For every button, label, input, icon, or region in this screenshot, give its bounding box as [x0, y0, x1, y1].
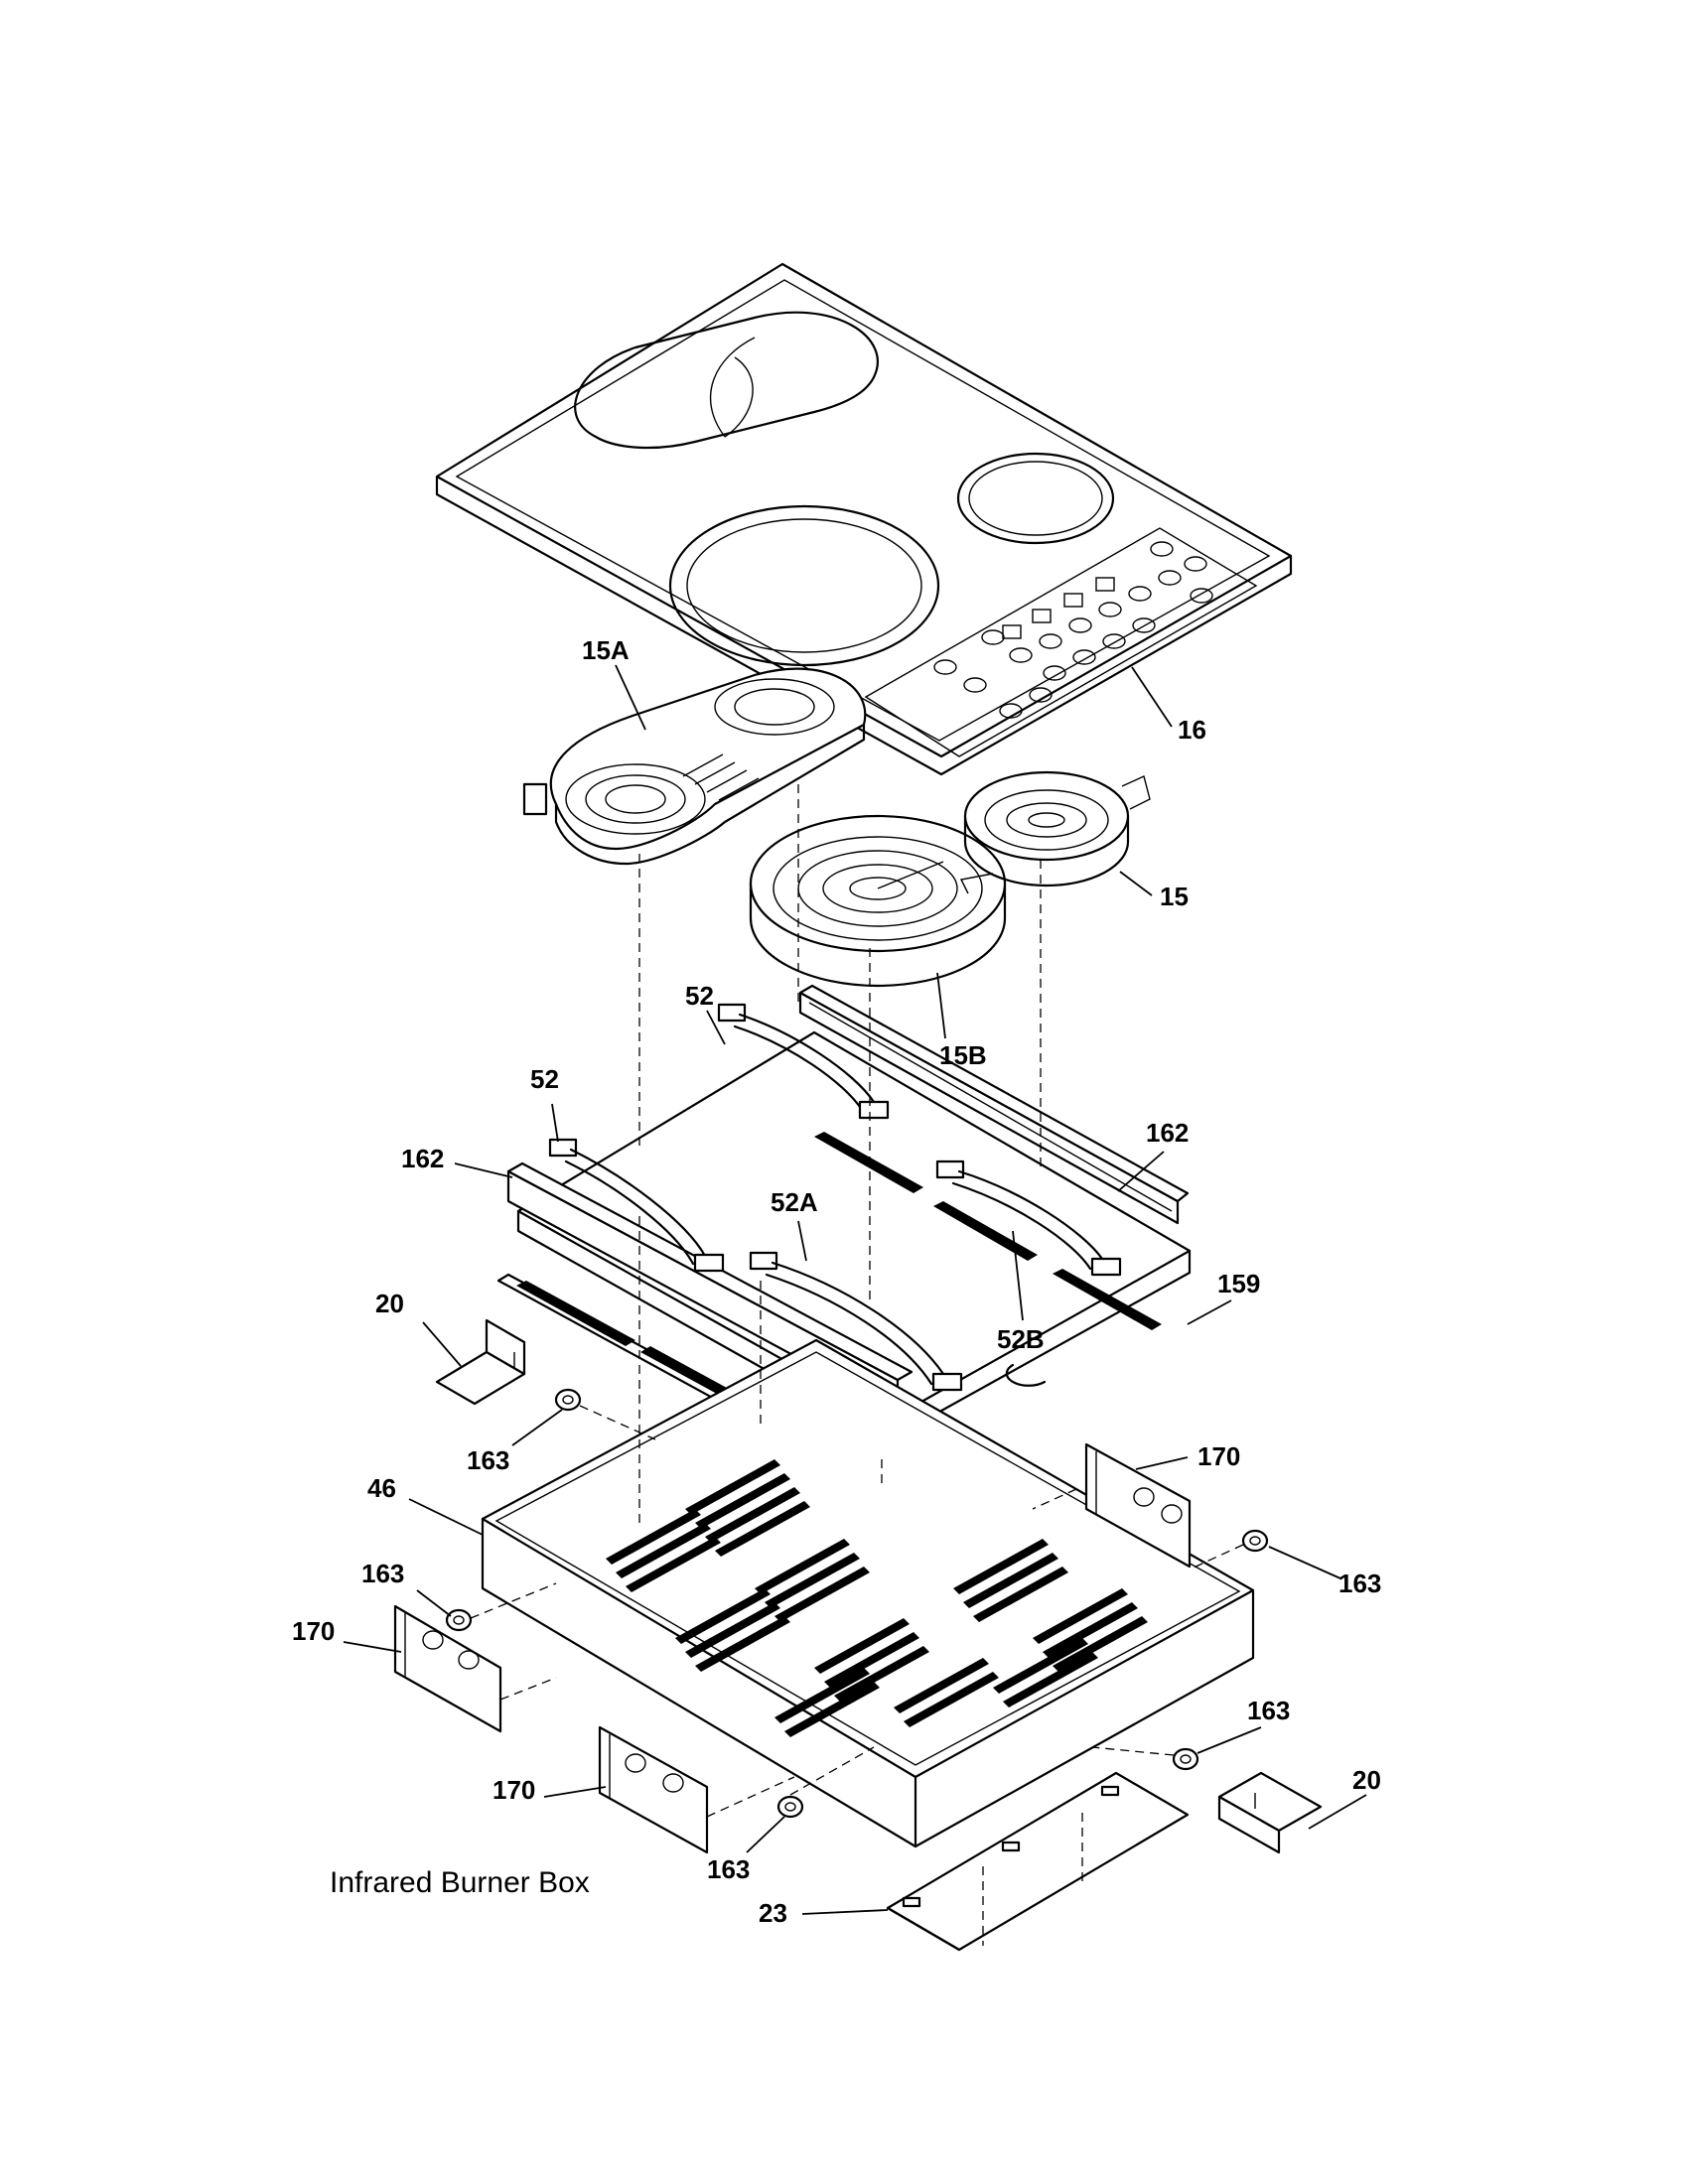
callout-52-left: 52 — [530, 1064, 559, 1094]
callout-20-right: 20 — [1352, 1765, 1381, 1795]
callout-52-top: 52 — [685, 981, 714, 1011]
part-162-right-bracket — [798, 984, 1190, 1225]
part-15-small-burner — [959, 770, 1151, 894]
callout-162-right: 162 — [1146, 1118, 1189, 1148]
control-panel-buttons — [933, 541, 1213, 719]
callout-159: 159 — [1217, 1269, 1260, 1298]
part-52-strap-left — [548, 1138, 725, 1273]
alignment-lines — [470, 784, 1244, 1946]
leader-lines — [343, 664, 1367, 1915]
callout-163-c: 163 — [1338, 1569, 1381, 1598]
part-20-clip-left — [435, 1318, 526, 1406]
callout-170-a: 170 — [1197, 1441, 1240, 1471]
part-16-cooktop-glass — [435, 262, 1293, 776]
callout-16: 16 — [1178, 715, 1206, 745]
callout-163-e: 163 — [707, 1854, 750, 1884]
callout-15a: 15A — [582, 635, 630, 665]
part-15b-large-burner — [749, 814, 1007, 988]
part-170-bracket-right — [1084, 1442, 1192, 1569]
diagram-caption: Infrared Burner Box — [330, 1866, 590, 1899]
part-163-spacer-b — [445, 1608, 473, 1632]
callout-labels: 16 15A 15 15B 52 52 52A 52B 162 162 159 … — [292, 635, 1381, 1928]
callout-23: 23 — [759, 1898, 787, 1928]
callout-15b: 15B — [939, 1040, 987, 1070]
part-159-heat-shield — [516, 1030, 1192, 1441]
part-52-strap-top — [717, 1003, 890, 1120]
callout-163-b: 163 — [361, 1559, 404, 1588]
part-46-burner-box — [481, 1338, 1255, 1848]
callout-163-d: 163 — [1247, 1696, 1290, 1725]
part-163-spacer-c — [1241, 1529, 1269, 1553]
callout-170-c: 170 — [492, 1775, 535, 1805]
callout-15: 15 — [1160, 882, 1189, 911]
callout-52a: 52A — [771, 1187, 818, 1217]
part-170-bracket-left — [393, 1604, 502, 1733]
callout-46: 46 — [367, 1473, 396, 1503]
callout-163-a: 163 — [467, 1445, 509, 1475]
part-52a-strap-center — [749, 1251, 963, 1392]
callout-52b: 52B — [997, 1324, 1045, 1354]
callout-20-left: 20 — [375, 1289, 404, 1318]
part-163-spacer-d — [1172, 1747, 1199, 1771]
part-170-bracket-bottom — [598, 1725, 709, 1854]
callout-170-b: 170 — [292, 1616, 335, 1646]
callout-162-left: 162 — [401, 1144, 444, 1173]
part-23-cover-plate — [886, 1771, 1190, 1952]
part-52b-strap-right — [935, 1160, 1122, 1277]
part-163-spacer-e — [776, 1795, 804, 1819]
vent-slots — [606, 1459, 1148, 1737]
part-15a-bridge-burner — [522, 667, 867, 866]
part-163-spacer-a — [554, 1388, 582, 1412]
part-20-clip-right — [1217, 1771, 1323, 1854]
